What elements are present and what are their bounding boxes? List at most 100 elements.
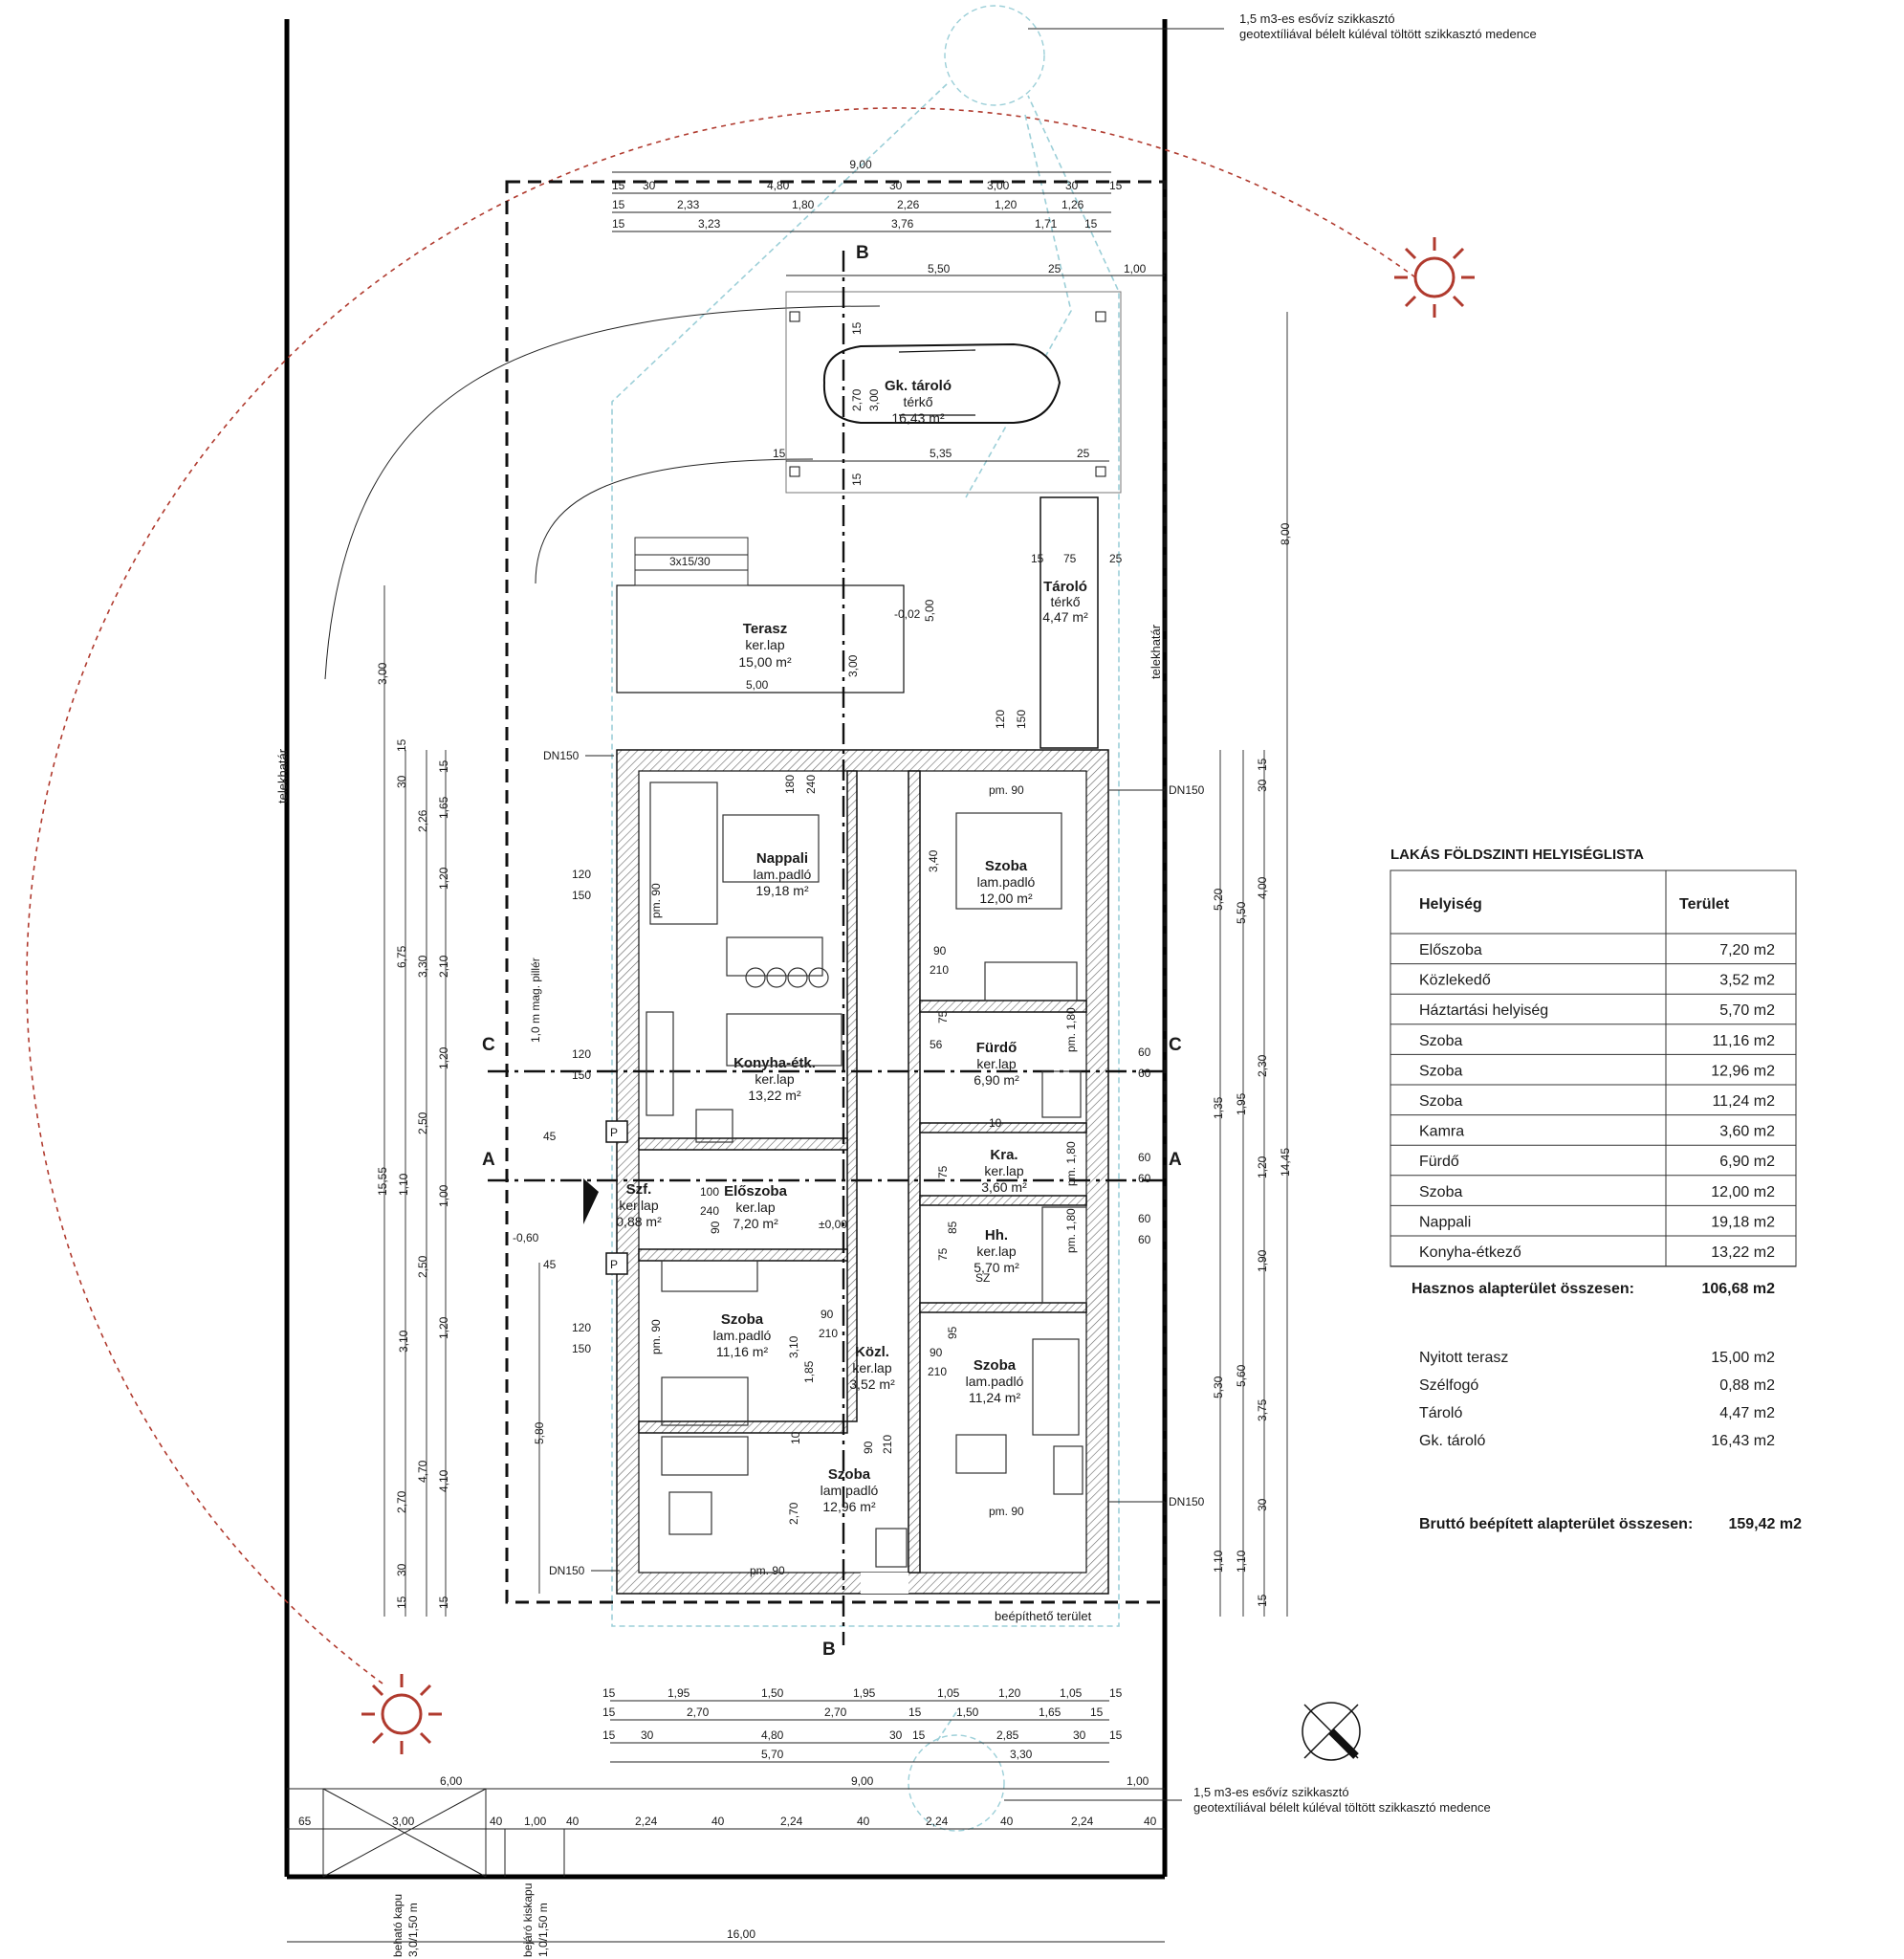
dim-bottom5: 1,00 xyxy=(1127,1774,1149,1788)
dim-fence: 40 xyxy=(1144,1815,1157,1828)
dim-top4: 15 xyxy=(612,217,625,231)
window-pm-bed4: pm. 90 xyxy=(750,1564,785,1577)
section-a-right: A xyxy=(1169,1150,1182,1170)
dim-fence: 2,24 xyxy=(635,1815,658,1828)
room-utility-area: 5,70 m² xyxy=(974,1260,1019,1275)
dim-terrace-width: 5,00 xyxy=(746,678,769,692)
dim-top2: 30 xyxy=(643,179,656,192)
room-bed2-area: 11,16 m² xyxy=(716,1344,769,1359)
rain-tank-top-line1: 1,5 m3-es esővíz szikkasztó xyxy=(1239,11,1395,26)
window-h-bed2: 150 xyxy=(572,1342,591,1355)
dim-terrace-depth: 3,00 xyxy=(846,654,860,677)
dim-top2: 30 xyxy=(889,179,903,192)
dim-right1: 1,35 xyxy=(1212,1096,1225,1119)
room-list-row-room: Szoba xyxy=(1419,1033,1462,1049)
room-list-row-area: 13,22 m2 xyxy=(1711,1244,1775,1261)
pillar-note: 1,0 m mag. pillér xyxy=(529,957,542,1043)
dim-60: 60 xyxy=(1138,1212,1151,1225)
dim-carport-inner: 5,35 xyxy=(930,447,952,460)
door-210: 210 xyxy=(881,1435,894,1454)
room-corridor-name: Közl. xyxy=(855,1344,889,1360)
dim-top4: 3,23 xyxy=(698,217,721,231)
dim-fence: 40 xyxy=(857,1815,870,1828)
dim-right-total: 8,00 xyxy=(1279,522,1292,545)
window-pm-bed3: pm. 90 xyxy=(989,1505,1024,1518)
dim-left: 6,75 xyxy=(395,945,408,968)
dim-fence: 40 xyxy=(490,1815,503,1828)
window-pm-bath: pm. 1,80 xyxy=(1064,1007,1078,1052)
dim-right2: 1,10 xyxy=(1235,1550,1248,1573)
dim-bottom2: 1,65 xyxy=(1039,1706,1061,1719)
section-c-left: C xyxy=(482,1035,495,1055)
drive-gate-size: 3,0/1,50 m xyxy=(406,1903,420,1957)
dim-right1: 5,20 xyxy=(1212,888,1225,911)
room-corridor-area: 3,52 m² xyxy=(849,1376,895,1392)
room-bed3-area: 11,24 m² xyxy=(969,1390,1021,1405)
dim-right1: 5,30 xyxy=(1212,1376,1225,1398)
terrace: 3x15/30 Terasz ker.lap 15,00 m² 5,00 3,0… xyxy=(616,537,936,693)
dim-bottom2: 15 xyxy=(908,1706,922,1719)
dim-45: 45 xyxy=(543,1130,557,1143)
dim-bottom2: 2,70 xyxy=(687,1706,710,1719)
dim-left2: 15 xyxy=(395,738,408,752)
dim-left2: 3,10 xyxy=(397,1330,410,1353)
section-b-bottom: B xyxy=(822,1640,836,1660)
room-bed3-floor: lam.padló xyxy=(966,1374,1024,1389)
dim-bottom1: 1,05 xyxy=(937,1686,960,1700)
dim-left2: 3,30 xyxy=(416,955,429,978)
door-90: 90 xyxy=(709,1221,722,1234)
dim-left2: 4,70 xyxy=(416,1460,429,1483)
bottom-dimensions: 15 1,95 1,50 1,95 1,05 1,20 1,05 15 15 2… xyxy=(287,1686,1165,1943)
room-terrace-name: Terasz xyxy=(743,621,787,637)
dim-left2: 1,10 xyxy=(397,1173,410,1196)
room-carport-name: Gk. tároló xyxy=(885,378,952,394)
dim-bottom4: 3,30 xyxy=(1010,1748,1033,1761)
room-list-row-area: 12,96 m2 xyxy=(1711,1063,1775,1079)
drive-gate-label: beható kapu xyxy=(391,1894,405,1957)
dim-top4: 3,76 xyxy=(891,217,914,231)
room-utility-floor: ker.lap xyxy=(976,1244,1016,1259)
dim-fence: 65 xyxy=(298,1815,312,1828)
dim-left2: 2,50 xyxy=(416,1112,429,1134)
door-h-living: 240 xyxy=(804,775,818,794)
room-list-gross-label: Bruttó beépített alapterület összesen: xyxy=(1419,1516,1693,1532)
north-arrow-icon xyxy=(1302,1702,1361,1761)
room-list-extra-area: 15,00 m2 xyxy=(1711,1350,1775,1366)
dn150-label: DN150 xyxy=(549,1564,585,1577)
room-list-row-room: Előszoba xyxy=(1419,942,1482,958)
room-storage-area: 4,47 m² xyxy=(1042,609,1088,625)
dn150-label: DN150 xyxy=(1169,1495,1205,1508)
dim-60: 60 xyxy=(1138,1172,1151,1185)
driveway-curve-inner xyxy=(535,458,814,584)
dim-top2: 3,00 xyxy=(987,179,1010,192)
plot-boundary-label-right: telekhatár xyxy=(1149,624,1163,679)
dim-185: 1,85 xyxy=(802,1360,816,1383)
fence-dimensions: 65 3,00 40 1,00 40 2,24 40 2,24 40 2,24 … xyxy=(298,1788,1157,1957)
room-list-row-area: 5,70 m2 xyxy=(1719,1002,1775,1019)
room-list-gross-value: 159,42 m2 xyxy=(1728,1516,1802,1532)
dim-top3: 1,20 xyxy=(995,198,1018,211)
dim-top3: 2,33 xyxy=(677,198,700,211)
dn150-label: DN150 xyxy=(1169,783,1205,797)
dim-right3: 3,75 xyxy=(1256,1398,1269,1421)
dim-top3: 1,26 xyxy=(1061,198,1084,211)
room-list-row-room: Háztartási helyiség xyxy=(1419,1002,1548,1019)
room-terrace-area: 15,00 m² xyxy=(738,654,792,670)
dim-top2: 15 xyxy=(612,179,625,192)
room-terrace-floor: ker.lap xyxy=(745,637,784,652)
window-h-living: 150 xyxy=(572,889,591,902)
left-dimensions: 3,00 6,75 5,80 15,55 15 30 2,26 3,30 2,5… xyxy=(376,585,546,1617)
dim-60: 60 xyxy=(1138,1151,1151,1164)
level-outside: -0,60 xyxy=(513,1231,539,1244)
room-bed4-area: 12,96 m² xyxy=(822,1499,876,1514)
dim-bottom1: 15 xyxy=(1109,1686,1123,1700)
dim-fence: 3,00 xyxy=(392,1815,415,1828)
small-gate-label: bejáró kiskapu xyxy=(521,1883,535,1957)
window-pm-utility: pm. 1,80 xyxy=(1064,1208,1078,1253)
room-pantry-floor: ker.lap xyxy=(984,1163,1023,1178)
room-hall-area: 7,20 m² xyxy=(733,1216,778,1231)
dim-310: 3,10 xyxy=(787,1335,800,1358)
openings: pm. 90 pm. 90 pm. 90 pm. 90 pm. 90 120 1… xyxy=(543,710,1151,1577)
room-list-col-area: Terület xyxy=(1679,896,1730,913)
